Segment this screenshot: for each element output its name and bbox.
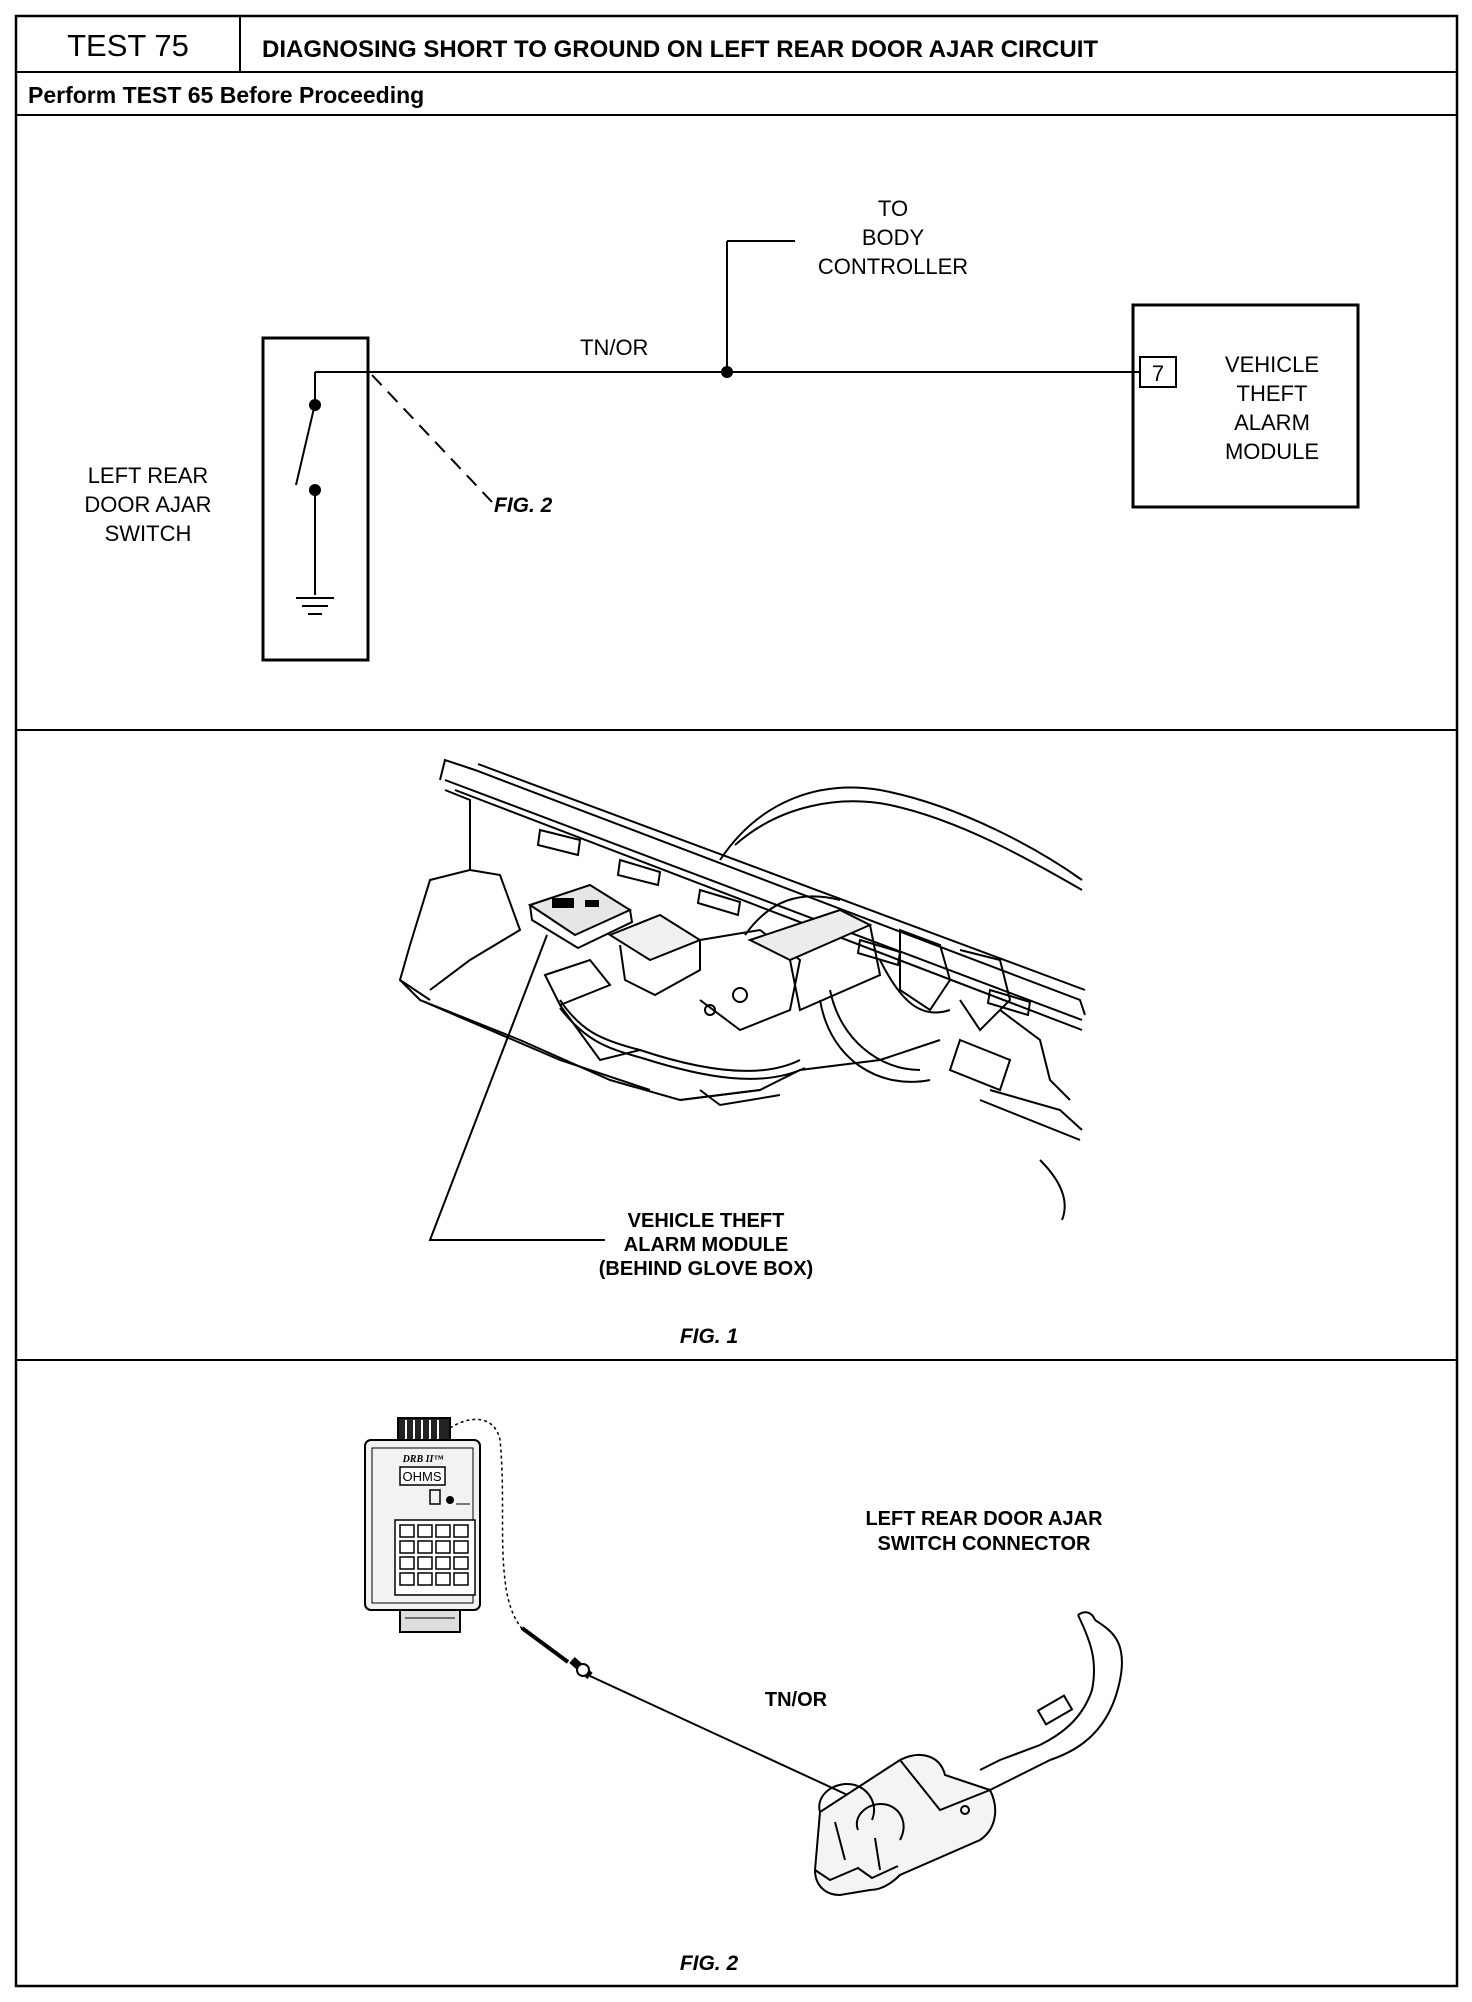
switch-label-line-2: DOOR AJAR (84, 492, 211, 517)
drb-meter-illustration: DRB II™ OHMS (364, 1417, 481, 1633)
pin-number: 7 (1152, 361, 1164, 386)
test-lead (449, 1418, 881, 1811)
fig2-reference: FIG. 2 (494, 494, 553, 517)
module-label-line-4: MODULE (1225, 439, 1319, 464)
meter-display (399, 1466, 446, 1486)
module-callout-leader (428, 934, 605, 1241)
fig2-caption: FIG. 2 (680, 1952, 739, 1975)
fig1-callout-line-1: VEHICLE THEFT (628, 1210, 785, 1232)
ground-symbol-icon (296, 597, 334, 615)
switch-label-line-3: SWITCH (105, 521, 192, 546)
meter-brand: DRB II™ (402, 1454, 444, 1465)
test-number: TEST 75 (67, 28, 189, 63)
module-label-line-3: ALARM (1234, 410, 1310, 435)
meter-display-text: OHMS (403, 1469, 442, 1484)
wire-label-tn-or: TN/OR (580, 335, 648, 360)
connector-label-line-1: LEFT REAR DOOR AJAR (865, 1508, 1103, 1530)
switch-blade (295, 407, 315, 486)
module-label-line-2: THEFT (1237, 381, 1308, 406)
body-controller-line-1: TO (878, 196, 908, 221)
module-label-line-1: VEHICLE (1225, 352, 1319, 377)
switch-contact-top (309, 399, 321, 411)
switch-connector-illustration (813, 1611, 1123, 1897)
fig2-wire-label: TN/OR (765, 1689, 828, 1711)
alarm-module-box (1131, 303, 1360, 509)
wiring-schematic: TN/OR TO BODY CONTROLLER FIG. 2 7 VEHICL… (84, 196, 1360, 662)
dashboard-illustration (398, 758, 1086, 1221)
connector-label-line-2: SWITCH CONNECTOR (878, 1533, 1092, 1555)
body-controller-line-3: CONTROLLER (818, 254, 968, 279)
switch-box (261, 336, 370, 662)
fig1-caption: FIG. 1 (680, 1325, 738, 1348)
fig1-callout-line-3: (BEHIND GLOVE BOX) (599, 1258, 813, 1280)
fig2-leader (371, 374, 493, 503)
switch-label-line-1: LEFT REAR (88, 463, 209, 488)
fig1-callout-line-2: ALARM MODULE (624, 1234, 788, 1256)
test-title: DIAGNOSING SHORT TO GROUND ON LEFT REAR … (262, 36, 1098, 63)
pin-box (1139, 356, 1177, 388)
sheet-border (14, 14, 1459, 1988)
meter-bottom-connector (399, 1609, 461, 1633)
body-controller-line-2: BODY (862, 225, 925, 250)
prerequisite-note: Perform TEST 65 Before Proceeding (28, 82, 424, 108)
